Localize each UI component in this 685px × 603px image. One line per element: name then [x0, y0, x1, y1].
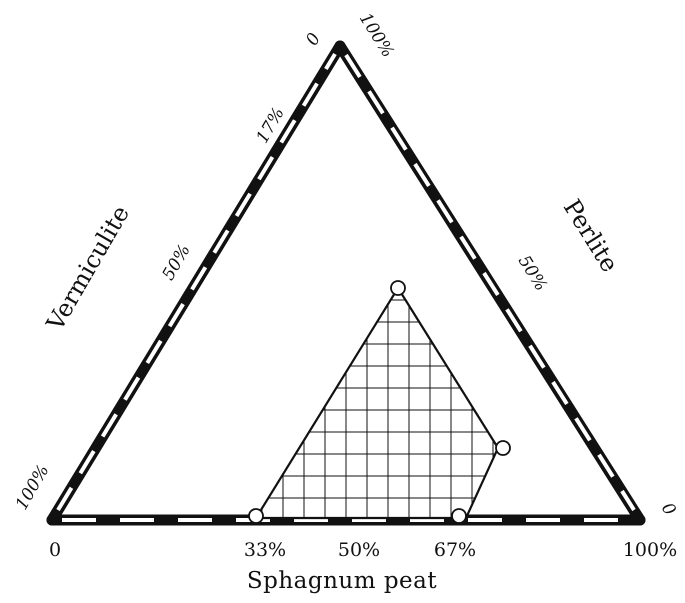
vermiculite-tick-50: 50%	[159, 241, 195, 284]
triangle-frame	[46, 40, 646, 526]
vertex-marker-right	[495, 440, 511, 456]
vertex-marker-bottom-right	[451, 508, 467, 524]
vermiculite-tick-100: 100%	[12, 461, 54, 513]
mixture-region-fill	[256, 288, 498, 518]
vermiculite-axis-label: Vermiculite	[41, 201, 135, 337]
vertex-marker-top	[390, 280, 406, 296]
peat-tick-100: 100%	[623, 539, 677, 561]
peat-tick-67: 67%	[434, 539, 476, 561]
peat-tick-0: 0	[49, 539, 61, 561]
right-edge-dashes	[344, 53, 636, 512]
peat-tick-50: 50%	[338, 539, 380, 561]
peat-tick-33: 33%	[244, 539, 286, 561]
left-edge-dashes	[56, 52, 337, 512]
perlite-tick-50: 50%	[514, 252, 551, 295]
vermiculite-tick-0: 0	[302, 30, 325, 50]
perlite-axis-label: Perlite	[558, 194, 624, 277]
perlite-tick-0: 0	[657, 499, 680, 519]
vertex-marker-bottom-left	[248, 508, 264, 524]
perlite-tick-100: 100%	[355, 9, 398, 61]
peat-axis-label: Sphagnum peat	[247, 568, 438, 594]
mixture-region	[248, 280, 511, 524]
